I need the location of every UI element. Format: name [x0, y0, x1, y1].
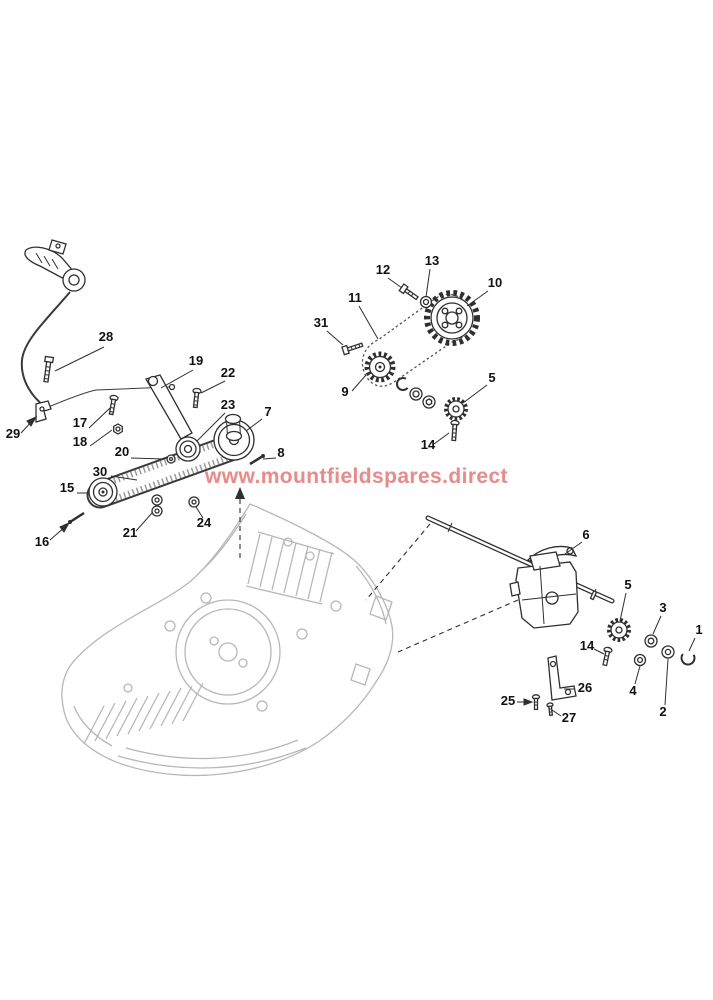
- callout-24: 24: [197, 515, 212, 530]
- callout-6: 6: [582, 527, 589, 542]
- washer-part13: [419, 295, 433, 309]
- callout-18: 18: [73, 434, 87, 449]
- callout-15: 15: [60, 480, 74, 495]
- bracket-part26: [547, 655, 577, 701]
- washer-b: [422, 395, 436, 409]
- callout-5-chain: 5: [488, 370, 495, 385]
- chain-drive-assembly: [341, 283, 480, 442]
- assembly-guide-lines: [239, 498, 519, 653]
- washer-part21b: [151, 505, 163, 517]
- callout-2: 2: [659, 704, 666, 719]
- callout-28: 28: [99, 329, 113, 344]
- pin-part8: [249, 454, 264, 466]
- nut-part18: [113, 423, 123, 435]
- cable-bracket-part29: [35, 400, 52, 423]
- chain-part11: [361, 293, 472, 387]
- screw-part17: [108, 394, 119, 416]
- shaft-key: [589, 590, 598, 601]
- callout-30: 30: [93, 464, 107, 479]
- callout-25: 25: [501, 693, 515, 708]
- lever-arm-part19: [145, 374, 193, 440]
- guide-arrow-up-icon: [235, 487, 245, 499]
- belt-drive-assembly: [68, 413, 265, 524]
- callout-4: 4: [629, 683, 637, 698]
- bolt-part14-shaft: [602, 646, 613, 667]
- bolt-part14-chain: [450, 419, 460, 442]
- gearbox-assembly: [425, 515, 696, 716]
- mower-deck: [61, 503, 394, 777]
- callout-31: 31: [314, 315, 328, 330]
- screw-part22: [192, 387, 202, 409]
- callout-10: 10: [488, 275, 502, 290]
- callout-27: 27: [562, 710, 576, 725]
- pulley-hub-part7: [224, 413, 243, 442]
- callout-8: 8: [277, 445, 284, 460]
- leader-lines: [20, 268, 696, 717]
- washer-part21a: [151, 494, 163, 506]
- screw-part27: [546, 702, 554, 716]
- washer-part24: [188, 496, 200, 508]
- circlip-part1: [680, 650, 696, 666]
- callout-19: 19: [189, 353, 203, 368]
- callout-13: 13: [425, 253, 439, 268]
- callout-21: 21: [123, 525, 137, 540]
- callouts: 28 19 22 23 7 8 17 18 29 20 30 15 16 21 …: [6, 253, 703, 725]
- callout-14-shaft: 14: [580, 638, 595, 653]
- callout-22: 22: [221, 365, 235, 380]
- callout-20: 20: [115, 444, 129, 459]
- callout-23: 23: [221, 397, 235, 412]
- callout-12: 12: [376, 262, 390, 277]
- callout-1: 1: [695, 622, 702, 637]
- callout-3: 3: [659, 600, 666, 615]
- washer-part4: [633, 653, 647, 667]
- linkage-parts: [35, 355, 202, 440]
- knob-part5-chain: [444, 397, 468, 421]
- callout-5-shaft: 5: [624, 577, 631, 592]
- washer-a: [409, 387, 423, 401]
- sprocket-part10: [424, 290, 480, 346]
- clutch-cable-assembly: [20, 239, 176, 409]
- sprocket-part9: [364, 351, 396, 383]
- bolt-part12: [398, 283, 419, 301]
- callout-29: 29: [6, 426, 20, 441]
- callout-14-chain: 14: [421, 437, 436, 452]
- bolt-part31: [341, 342, 364, 356]
- callout-9: 9: [341, 384, 348, 399]
- callout-16: 16: [35, 534, 49, 549]
- callout-26: 26: [578, 680, 592, 695]
- washer-part3: [644, 634, 658, 648]
- callout-11: 11: [348, 290, 362, 305]
- bolt-part28: [43, 355, 55, 383]
- callout-7: 7: [264, 404, 271, 419]
- circlip-small: [396, 377, 410, 391]
- screw-part25: [531, 694, 541, 711]
- knob-part5-shaft: [607, 618, 631, 642]
- washer-part2: [661, 645, 675, 659]
- pin-part16: [69, 511, 85, 524]
- callout-17: 17: [73, 415, 87, 430]
- spacer-part20: [166, 454, 176, 464]
